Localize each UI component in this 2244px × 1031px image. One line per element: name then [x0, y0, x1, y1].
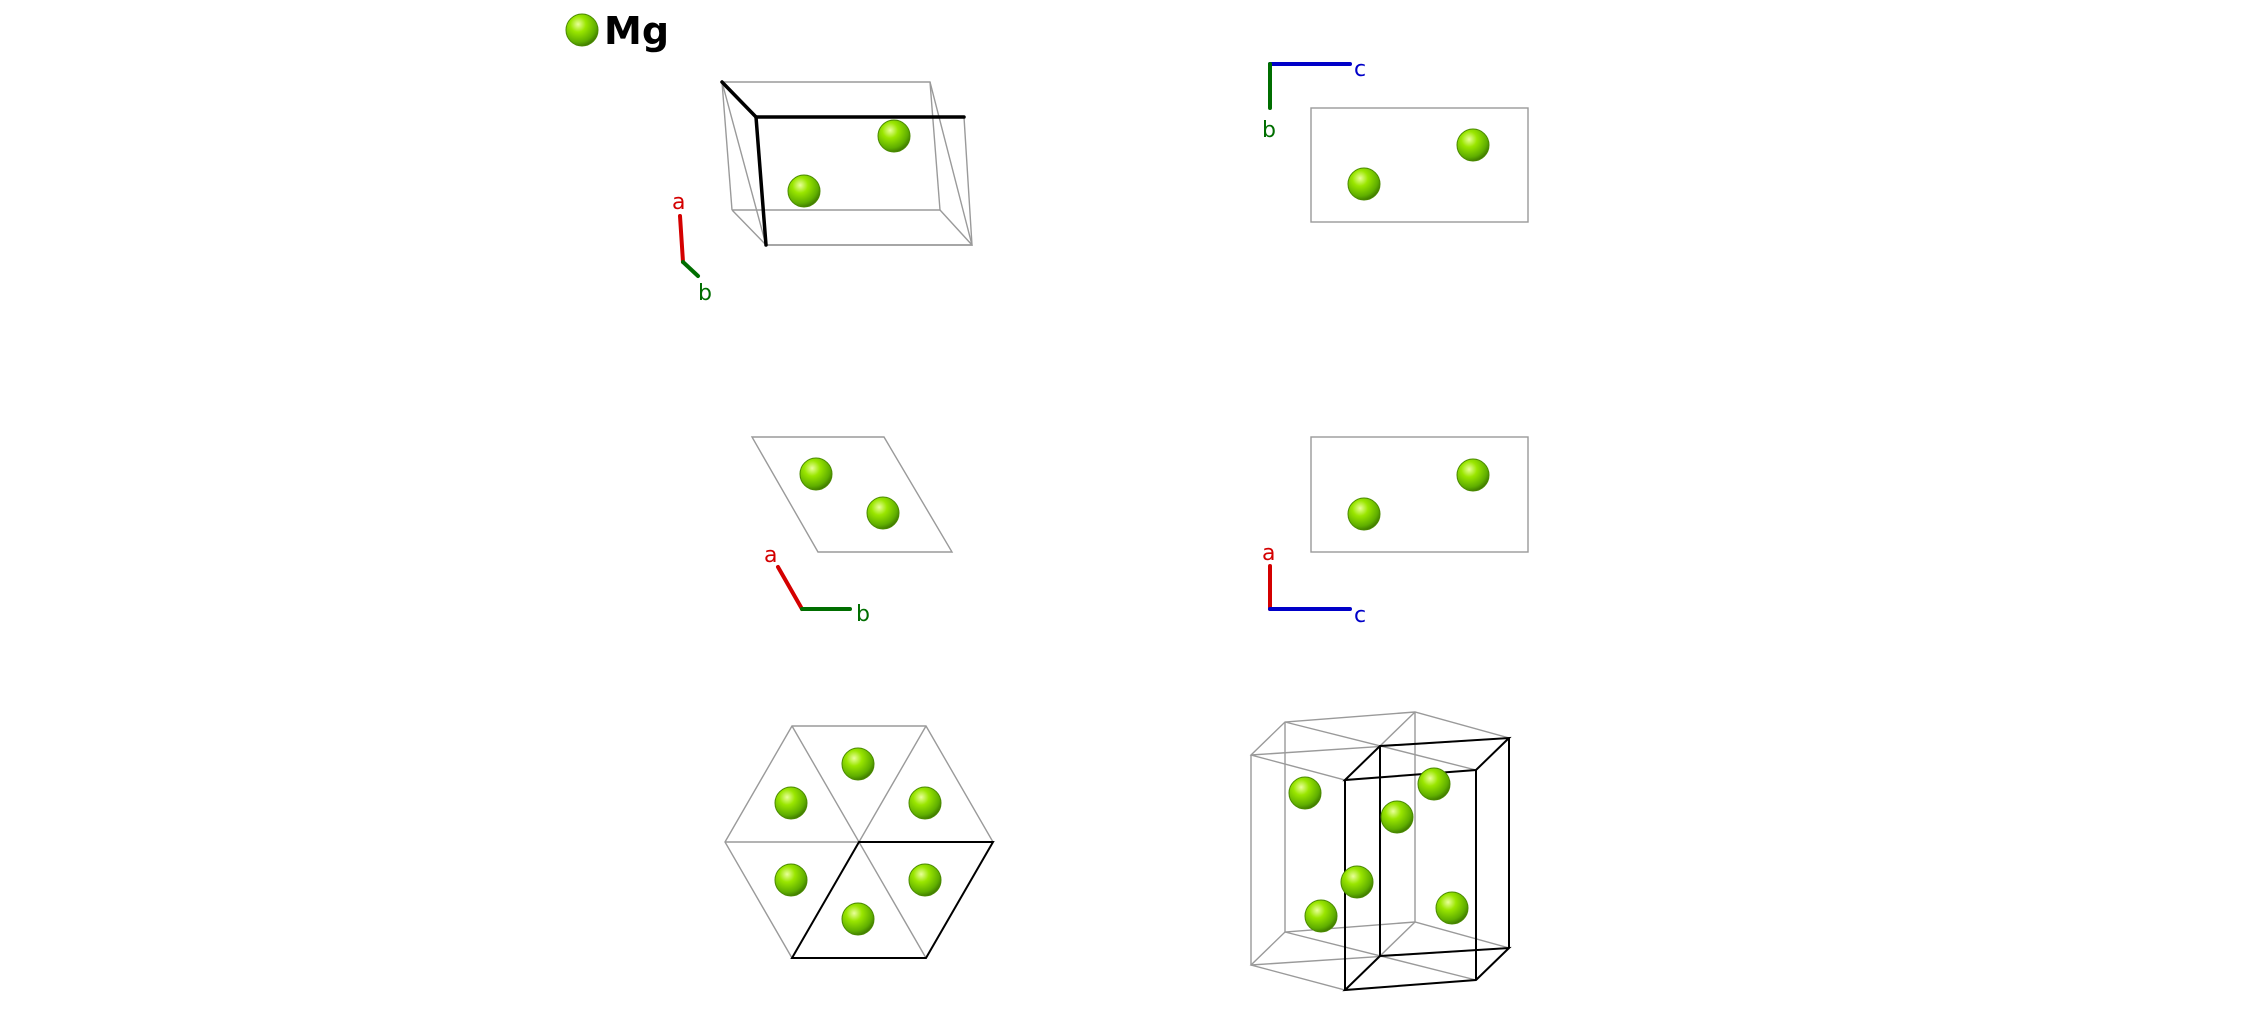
mg-atom [1456, 458, 1490, 492]
mg-atom [799, 457, 833, 491]
axis-label-a: a [764, 543, 777, 568]
mg-atom [774, 786, 808, 820]
axis-label-a: a [1262, 541, 1275, 566]
panel-hexagonal-top-view [724, 725, 995, 959]
mg-atom [841, 902, 875, 936]
mg-atom [908, 863, 942, 897]
legend: Mg [565, 9, 669, 53]
axis-label-c: c [1354, 57, 1366, 82]
panel-perspective-view: a b [672, 80, 973, 306]
mg-atom [1304, 899, 1338, 933]
axis-label-b: b [698, 281, 712, 306]
axis-indicator: a b [672, 190, 712, 306]
legend-atom-icon [565, 13, 599, 47]
panel-view-along-c: a b [750, 436, 954, 627]
unit-cell [720, 80, 973, 247]
mg-atom [866, 496, 900, 530]
legend-element-label: Mg [604, 9, 669, 53]
axis-indicator: a b [764, 543, 870, 627]
mg-atom [787, 174, 821, 208]
mg-atom [1456, 128, 1490, 162]
mg-atom [1340, 865, 1374, 899]
mg-atom [1380, 800, 1414, 834]
axis-label-b: b [856, 602, 870, 627]
mg-atom [877, 119, 911, 153]
mg-atom [1417, 767, 1451, 801]
mg-atom [774, 863, 808, 897]
axis-indicator: c b [1262, 57, 1366, 143]
panel-view-along-a: c b [1262, 57, 1529, 223]
mg-atom [1347, 167, 1381, 201]
mg-atom [841, 747, 875, 781]
axis-indicator: a c [1262, 541, 1366, 628]
mg-atom [1435, 891, 1469, 925]
axis-label-b: b [1262, 118, 1276, 143]
panel-view-along-b: a c [1262, 436, 1529, 628]
mg-atom [1288, 776, 1322, 810]
axis-label-a: a [672, 190, 685, 215]
panel-hexagonal-perspective-view [1249, 711, 1512, 992]
mg-atom [908, 786, 942, 820]
mg-atom [1347, 497, 1381, 531]
axis-label-c: c [1354, 603, 1366, 628]
